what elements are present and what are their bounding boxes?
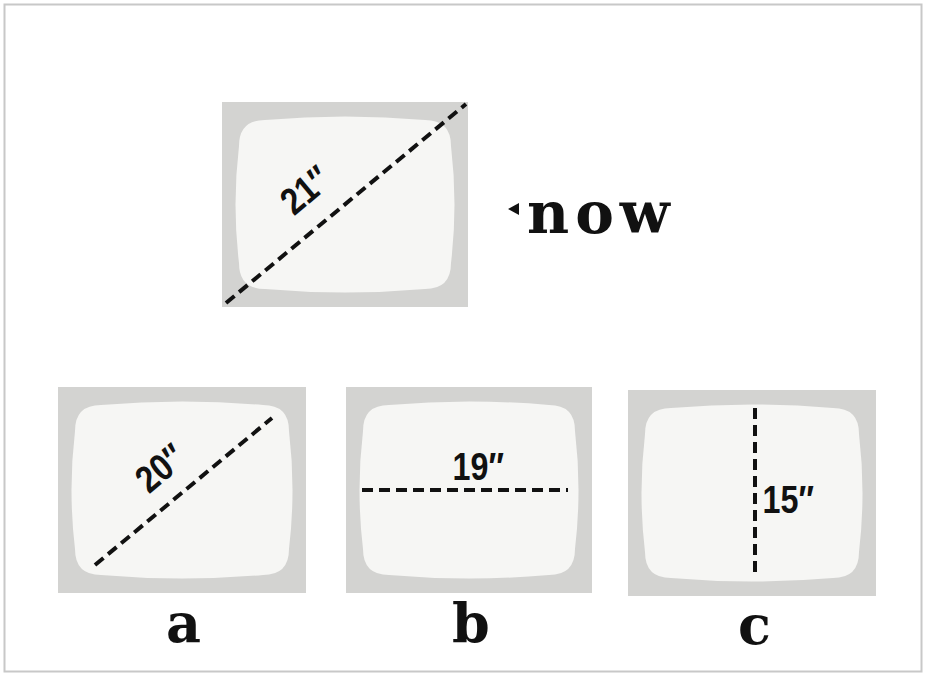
option-letter: c xyxy=(738,598,771,652)
tv-picture-tube xyxy=(360,402,579,579)
tv-cabinet xyxy=(58,387,306,593)
option-letter: a xyxy=(166,596,201,650)
tv-cabinet xyxy=(346,387,592,593)
tv-set-drawing xyxy=(628,390,876,596)
measure-line xyxy=(226,104,466,303)
tv-set-drawing xyxy=(222,102,468,307)
border-frame xyxy=(5,5,922,672)
measure-line xyxy=(95,418,272,565)
tv-screen: 21″ xyxy=(222,102,468,307)
measure-line xyxy=(753,408,757,578)
tv-cabinet xyxy=(628,390,876,596)
tv-picture-tube xyxy=(642,405,863,582)
pointer-label: now xyxy=(527,184,676,242)
size-label: 15″ xyxy=(760,481,817,519)
tv-cabinet xyxy=(222,102,468,307)
tv-screen: 20″ xyxy=(58,387,306,593)
size-label: 19″ xyxy=(450,448,507,486)
tv-set-drawing xyxy=(58,387,306,593)
option-letter: b xyxy=(452,596,490,650)
tv-screen: 19″ xyxy=(346,387,592,593)
tv-screen: 15″ xyxy=(628,390,876,596)
tv-set-drawing xyxy=(346,387,592,593)
tv-picture-tube xyxy=(72,402,293,579)
pointer-arrowhead xyxy=(508,203,519,215)
measure-line xyxy=(362,488,568,492)
